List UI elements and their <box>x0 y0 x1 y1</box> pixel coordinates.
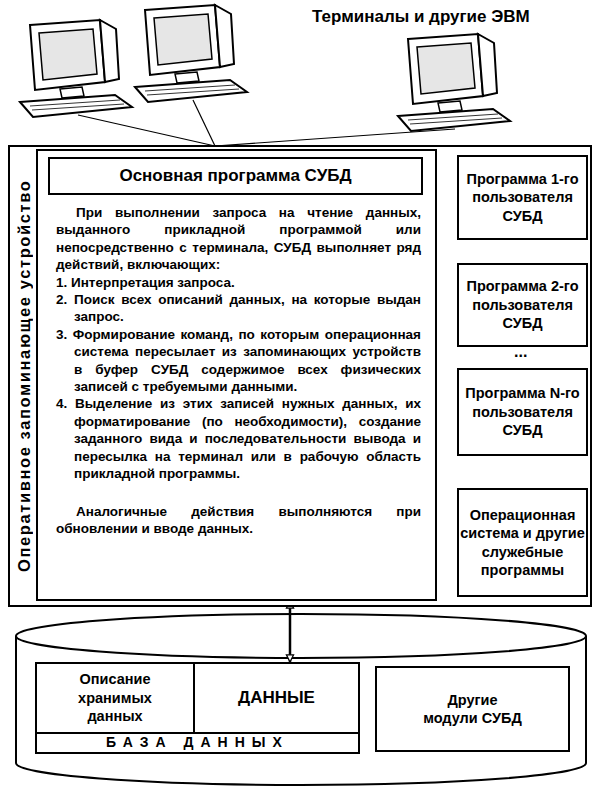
leader-line <box>215 129 455 146</box>
cylinder-rim <box>16 636 586 658</box>
double-arrow <box>289 601 292 662</box>
node-text: Описание хранимых данных <box>53 670 177 726</box>
node-body-text: Аналогичные действия выполняются при обн… <box>48 503 423 538</box>
node-text: Оперативное запоминающее устройство <box>10 147 38 605</box>
os-box: Операционная система и другие служебные … <box>457 488 588 597</box>
database-cylinder <box>16 614 586 785</box>
node-text: Программа N-го пользователя СУБД <box>459 384 586 440</box>
node-body-text: При выполнении запроса на чтение данных,… <box>48 204 423 274</box>
node-text: Программа 1-го пользователя СУБД <box>459 170 586 226</box>
node-text: ДАННЫЕ <box>238 688 315 708</box>
node-text: Основная программа СУБД <box>48 157 423 195</box>
ellipsis-label: ... <box>514 343 527 361</box>
node-body-text: 4. Выделение из этих записей нужных данн… <box>48 395 423 482</box>
dbms-modules-box: Другие модули СУБД <box>375 666 570 752</box>
node-text: Программа 2-го пользователя СУБД <box>459 277 586 333</box>
terminal-illustration <box>135 5 247 102</box>
memory-frame: Оперативное запоминающее устройствоОснов… <box>8 145 592 607</box>
user-program-box: Программа 1-го пользователя СУБД <box>457 155 588 240</box>
terminal-illustration <box>20 20 132 117</box>
data-description-box: Описание хранимых данных <box>35 662 195 734</box>
node-body-text: 1. Интерпретация запроса. <box>48 274 423 291</box>
terminal-illustration <box>398 34 510 131</box>
terminals-label: Терминалы и другие ЭВМ <box>312 7 530 27</box>
node-text: Операционная система и другие служебные … <box>459 506 586 580</box>
user-program-box: Программа N-го пользователя СУБД <box>457 368 588 456</box>
leader-line <box>193 100 215 146</box>
node-body-text: 2. Поиск всех описаний данных, на которы… <box>48 291 423 326</box>
node-text: Другие модули СУБД <box>422 691 523 728</box>
node-body-text: 3. Формирование команд, по которым опера… <box>48 326 423 396</box>
database-box: БАЗА ДАННЫХОписание хранимых данныхДАННЫ… <box>35 662 360 754</box>
data-box: ДАННЫЕ <box>193 662 360 734</box>
leader-line <box>78 115 215 146</box>
main-program-box: Основная программа СУБД При выполнении за… <box>36 149 437 601</box>
user-program-box: Программа 2-го пользователя СУБД <box>457 263 588 347</box>
